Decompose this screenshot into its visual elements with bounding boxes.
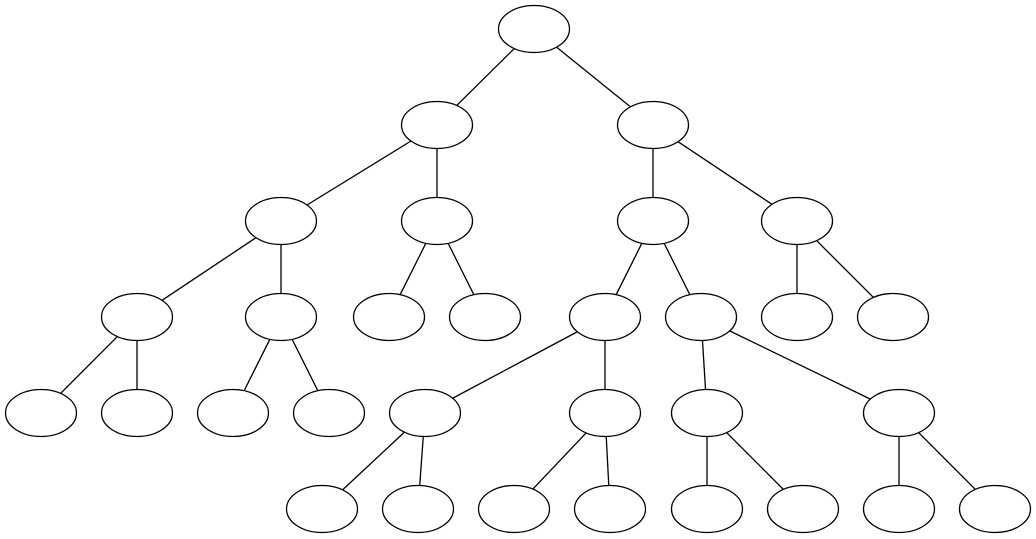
tree-node-n19	[388, 388, 462, 438]
edge-n1-n3	[306, 140, 412, 206]
tree-node-n17	[196, 388, 270, 438]
edges	[60, 46, 976, 491]
edge-n0-n1	[456, 48, 515, 106]
tree-node-n1	[400, 100, 474, 150]
tree-node-n8	[244, 292, 318, 342]
edge-n3-n7	[161, 237, 257, 301]
nodes	[4, 4, 1032, 534]
edge-n22-n30	[918, 432, 976, 490]
tree-node-n16	[100, 388, 174, 438]
edge-n12-n21	[701, 340, 707, 390]
edge-n20-n26	[605, 436, 610, 486]
edge-n19-n24	[419, 436, 424, 486]
edge-n0-n2	[556, 46, 631, 108]
edge-n21-n28	[726, 432, 784, 490]
edge-n11-n19	[452, 331, 578, 399]
tree-node-n6	[760, 196, 834, 246]
tree-node-n18	[292, 388, 366, 438]
tree-node-n30	[958, 484, 1032, 534]
edge-n8-n17	[243, 339, 271, 391]
tree-node-n3	[244, 196, 318, 246]
tree-node-n13	[760, 292, 834, 342]
tree-node-n10	[448, 292, 522, 342]
tree-node-n5	[616, 196, 690, 246]
edge-n2-n6	[677, 141, 773, 205]
tree-node-n26	[573, 484, 647, 534]
tree-node-n24	[381, 484, 455, 534]
edge-n20-n25	[532, 432, 587, 490]
tree-node-n20	[568, 388, 642, 438]
tree-node-n27	[670, 484, 744, 534]
edge-n4-n10	[447, 243, 475, 295]
edge-n6-n14	[816, 240, 874, 298]
edge-n5-n11	[615, 243, 643, 295]
tree-node-n23	[285, 484, 359, 534]
tree-node-n7	[100, 292, 174, 342]
tree-node-n2	[616, 100, 690, 150]
tree-node-n9	[352, 292, 426, 342]
tree-node-n12	[664, 292, 738, 342]
tree-node-n4	[400, 196, 474, 246]
tree-node-n28	[766, 484, 840, 534]
edge-n19-n23	[342, 431, 405, 491]
edge-n5-n12	[663, 243, 691, 295]
edge-n12-n22	[729, 330, 871, 400]
edge-n7-n15	[60, 336, 118, 394]
tree-node-n15	[4, 388, 78, 438]
tree-node-n11	[568, 292, 642, 342]
tree-node-n14	[856, 292, 930, 342]
tree-node-n29	[862, 484, 936, 534]
tree-node-n0	[497, 4, 571, 54]
tree-node-n21	[670, 388, 744, 438]
edge-n4-n9	[399, 243, 427, 295]
tree-node-n22	[862, 388, 936, 438]
edge-n8-n18	[291, 339, 319, 391]
tree-node-n25	[477, 484, 551, 534]
